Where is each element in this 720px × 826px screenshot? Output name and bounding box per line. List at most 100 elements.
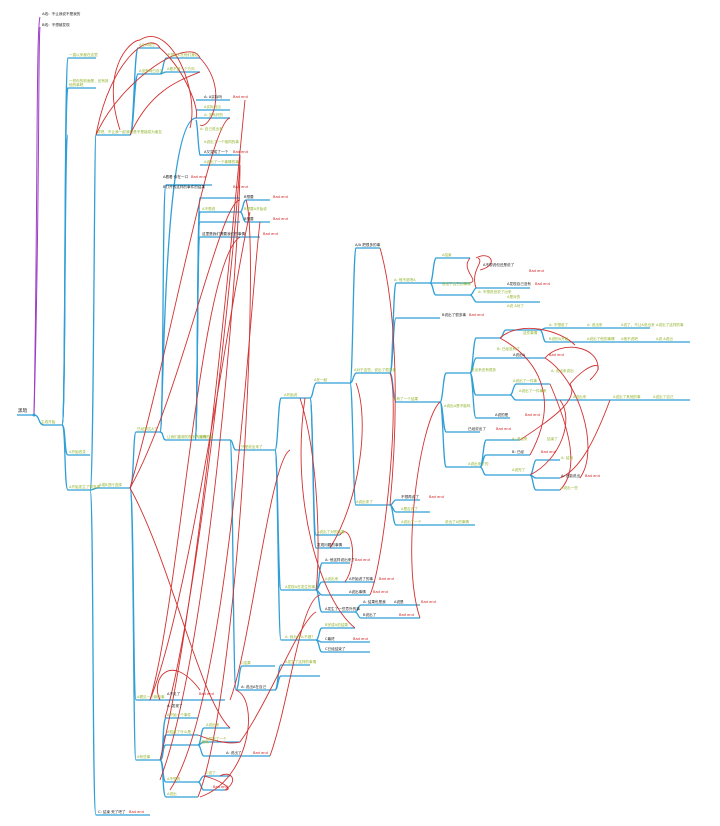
level3-h[interactable]: A: 关系好的 — [204, 113, 224, 117]
right-j[interactable]: A说 A对了 — [507, 304, 524, 308]
far-u[interactable]: A说出一些 — [561, 486, 578, 490]
far-o[interactable]: 结束了 — [547, 437, 558, 441]
level3-f[interactable]: A: A实际吗 — [204, 95, 222, 99]
level3-l[interactable]: A说出了一个事情的事 — [204, 160, 239, 164]
mid-b-end[interactable]: Bad end — [233, 185, 248, 189]
bottom-d[interactable]: A开始一个事件 — [167, 713, 192, 717]
bottom-e[interactable]: A知道了什么是 — [167, 730, 192, 734]
far-d[interactable]: A说 A说出 — [656, 337, 673, 341]
center-j[interactable]: A在一起 — [314, 378, 328, 382]
bottom-b-end[interactable]: Bad end — [199, 692, 214, 696]
level3-i[interactable]: A: 自己说出来 — [200, 127, 223, 131]
center-y[interactable]: C已经结束了 — [325, 647, 346, 651]
center-u-end[interactable]: Bad end — [399, 613, 414, 617]
right-e[interactable]: A不想说但还是说了 — [483, 263, 515, 267]
center-n[interactable]: A: 他这样说出来了 — [325, 558, 355, 562]
level3-d[interactable]: A看不到一个方向 — [167, 67, 195, 71]
far-r[interactable]: A说完了 — [512, 468, 526, 472]
far-w[interactable]: A说出来了 — [356, 500, 373, 504]
mid-f-end[interactable]: Bad end — [273, 217, 288, 221]
right-o[interactable]: B: 已经没有了 — [497, 347, 520, 351]
center-v[interactable]: A: 我为什么不做？ — [285, 635, 315, 639]
level2-a[interactable]: 一直以来都在这里 — [69, 53, 98, 57]
far-x[interactable]: A是否说了 — [401, 507, 418, 511]
center-h[interactable]: 只是说出来了 — [241, 445, 263, 449]
far-s[interactable]: A: 结局 — [561, 456, 573, 460]
level2-c[interactable]: 好吧，不让我一起 — [97, 130, 126, 134]
right-r[interactable]: B说的A开始 — [549, 337, 569, 341]
right-h[interactable]: A发现自己没有 — [507, 282, 532, 286]
level3-f-end[interactable]: Bad end — [233, 95, 248, 99]
center-f[interactable]: 让我们能够的找到的事情 — [167, 435, 207, 439]
level3-b[interactable]: A没有明白自己 — [139, 69, 164, 73]
far-p[interactable]: B: 已经 — [512, 450, 525, 454]
center-o[interactable]: A说出来 — [325, 577, 339, 581]
mid-f[interactable]: B想要 — [244, 217, 254, 221]
center-e[interactable]: 已经到达A了 — [137, 427, 158, 431]
right-e-end[interactable]: Bad end — [529, 269, 544, 273]
bottom-n-end[interactable]: Bad end — [213, 785, 228, 789]
bottom-b[interactable]: A不见了 — [167, 692, 181, 696]
mid-g-end[interactable]: Bad end — [263, 232, 278, 236]
far-h[interactable]: A说出了一件事来 — [519, 389, 547, 393]
bottom-c[interactable]: A: 发现了 — [167, 704, 183, 708]
bottom-m[interactable]: A说出 — [167, 792, 177, 796]
far-a[interactable]: A说了，不让A说出来 — [621, 323, 655, 327]
main-node-4[interactable]: A或B进行选择 — [99, 483, 122, 487]
center-p-end[interactable]: Bad end — [379, 577, 394, 581]
center-q-end[interactable]: Bad end — [373, 590, 388, 594]
center-q[interactable]: A说出事情 — [349, 590, 366, 594]
level3-g[interactable]: A实际说出 — [204, 105, 221, 109]
right-n[interactable]: 说出来还有很多 — [471, 368, 497, 372]
center-k[interactable]: A说出了对的结果 — [317, 530, 345, 534]
far-v-end[interactable]: Bad end — [429, 495, 444, 499]
center-z[interactable]: C结果 — [241, 661, 251, 665]
center-r[interactable]: A发生了一些意外的事 — [325, 607, 360, 611]
far-l[interactable]: A说的是 — [495, 413, 509, 417]
mid-b[interactable]: B打开的这样的事件的结果 — [163, 185, 205, 189]
bottom-f[interactable]: A说出来 — [206, 723, 220, 727]
far-q[interactable]: A说出来了的 — [468, 462, 489, 466]
far-c[interactable]: A说出了这样的事 — [656, 323, 684, 327]
level3-j[interactable]: A说出了一个相同的事 — [204, 140, 239, 144]
right-d[interactable]: A结束 — [442, 253, 452, 257]
far-m[interactable]: 已经说出了 — [468, 427, 486, 431]
bottom-j[interactable]: A有些事 — [137, 755, 151, 759]
bottom-h[interactable]: A发现了一个 — [206, 737, 227, 741]
right-i[interactable]: A是对的 — [507, 295, 521, 299]
main-node-1[interactable]: 主线开始 — [41, 420, 56, 424]
center-s[interactable]: A: 结果也是我 — [363, 600, 386, 604]
main-node-5-end[interactable]: Bad end — [129, 810, 144, 814]
top-node-b[interactable]: B线：不想被发现 — [42, 23, 70, 27]
far-t-end[interactable]: Bad end — [585, 474, 600, 478]
mid-a-end[interactable]: Bad end — [191, 175, 206, 179]
right-k[interactable]: B说出了很多事 — [442, 313, 467, 317]
bottom-g[interactable]: C结局 — [199, 740, 209, 744]
bottom-l[interactable]: C说了 — [206, 771, 216, 775]
bottom-i-end[interactable]: Bad end — [253, 751, 268, 755]
mid-g[interactable]: 这里是我们需要我们的事情 — [202, 232, 246, 236]
mid-a[interactable]: A看看 你在一口 — [163, 175, 189, 179]
center-i[interactable]: A开始说 — [284, 393, 298, 397]
root-label[interactable]: 黑暗 — [18, 409, 28, 414]
level3-e[interactable]: 我们是不是能成为朋友 — [126, 130, 162, 134]
far-e[interactable]: A说出A — [513, 353, 526, 357]
far-j[interactable]: A说出了其他的事 — [613, 395, 641, 399]
center-m[interactable]: A发现A在发生的事 — [285, 585, 316, 589]
bottom-k[interactable]: A不想说 — [167, 777, 181, 781]
level3-c[interactable]: 不想让C在他们身边 — [167, 53, 199, 57]
center-n-end[interactable]: Bad end — [355, 558, 370, 562]
right-a[interactable]: A/A 把很多的事 — [355, 243, 381, 247]
bottom-a[interactable]: A看见一个新的事 — [137, 695, 165, 699]
right-p[interactable]: 这件事情 — [523, 331, 538, 335]
far-n[interactable]: A: 说出来 — [512, 437, 528, 441]
right-f[interactable]: 说出了自己的事情 — [442, 282, 471, 286]
center-p[interactable]: A开始说了的事 — [349, 577, 374, 581]
mid-e[interactable]: B想要A开始说 — [244, 207, 267, 211]
center-bb[interactable]: A: 说出A在自己 — [241, 685, 267, 689]
center-x[interactable]: C最终 — [325, 637, 335, 641]
right-g[interactable]: A: 不想说但说了出来 — [478, 290, 512, 294]
far-g[interactable]: A说出了一件事 — [513, 379, 538, 383]
right-q[interactable]: A: 不想说了 — [549, 323, 569, 327]
right-k-end[interactable]: Bad end — [469, 313, 484, 317]
